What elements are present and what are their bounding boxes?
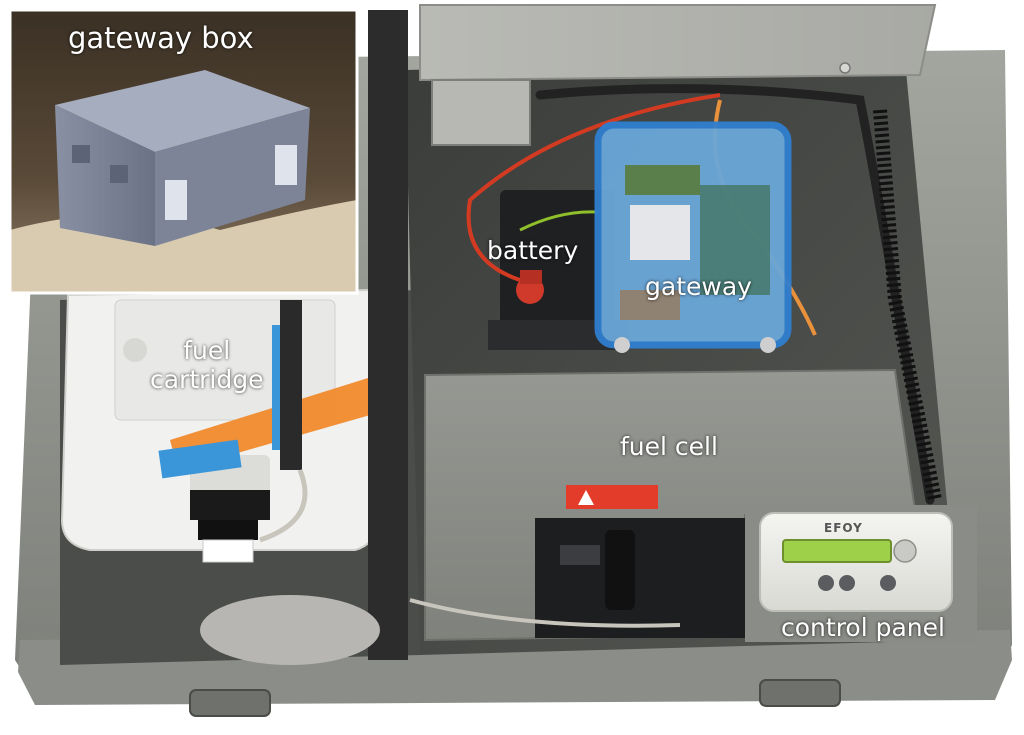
green-wire [519,210,599,232]
hose [259,469,308,543]
cable-duct [535,84,935,505]
cable-duct-side [873,109,942,502]
gateway-enclosure [594,121,792,353]
lid-bracket [431,79,531,146]
panel-brand-logo: EFOY [824,521,863,535]
strap-buckle [280,300,302,470]
inset-photo [8,8,359,295]
hinged-lid [419,4,937,82]
lower-hose [409,598,681,628]
fuel-cell [424,368,917,642]
cartridge-tag-blue [158,439,242,479]
warning-sticker [566,485,658,509]
control-panel [745,505,977,642]
lid-screw [839,62,851,74]
red-wire [466,93,721,282]
black-strap [368,10,408,660]
bag-pouch [200,595,380,665]
